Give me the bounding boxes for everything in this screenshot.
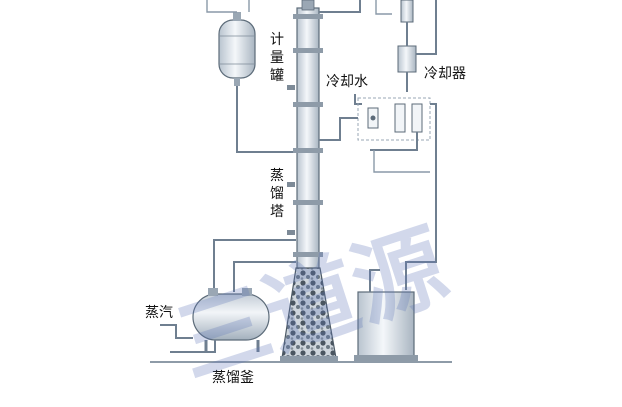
cooling-water-label: 冷却水 bbox=[326, 74, 368, 90]
vapor-line bbox=[319, 0, 361, 13]
product-line bbox=[405, 103, 437, 290]
receiver-vessel bbox=[354, 269, 418, 361]
feed-pipe-top bbox=[206, 0, 250, 13]
metering-tank-label: 计 量 罐 bbox=[270, 32, 288, 84]
feed-pipe-down bbox=[236, 86, 304, 153]
vapor-line-2 bbox=[375, 0, 392, 15]
cooling-water-pipe bbox=[354, 94, 362, 105]
reflux-line bbox=[319, 117, 358, 141]
packed-bed bbox=[280, 267, 338, 362]
condenser bbox=[397, 0, 417, 92]
product-line-2 bbox=[373, 150, 430, 173]
still-drum bbox=[192, 288, 270, 352]
condensate-pipe bbox=[170, 340, 216, 353]
distillation-column-label: 蒸 馏 塔 bbox=[270, 168, 288, 220]
distillation-column bbox=[287, 0, 323, 271]
metering-tank bbox=[218, 12, 256, 86]
distillate-line bbox=[370, 132, 418, 151]
reflux-panel bbox=[357, 97, 431, 141]
steam-pipe bbox=[160, 324, 193, 339]
condenser-return bbox=[416, 0, 437, 55]
vapor-return-line bbox=[233, 261, 296, 292]
bottoms-line bbox=[213, 239, 296, 292]
still-label: 蒸馏釜 bbox=[212, 370, 254, 386]
steam-label: 蒸汽 bbox=[145, 305, 173, 321]
condenser-label: 冷却器 bbox=[424, 66, 466, 82]
